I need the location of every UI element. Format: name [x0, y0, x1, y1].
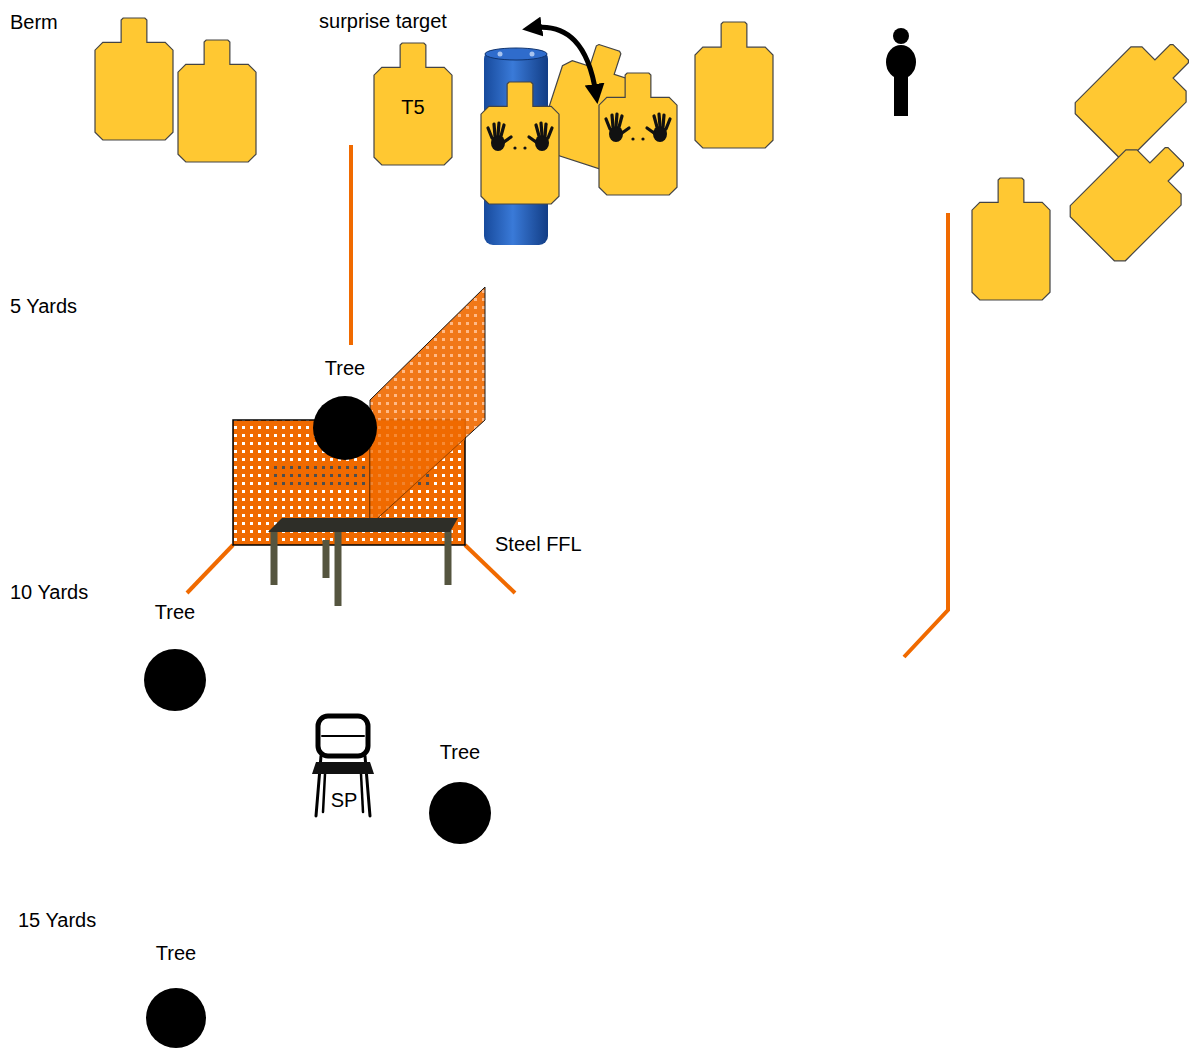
node-label: Tree — [156, 942, 196, 964]
fault-line — [187, 145, 948, 657]
hand-print — [647, 114, 670, 142]
paper-target — [1065, 128, 1191, 267]
distance-label: 15 Yards — [18, 909, 96, 931]
paper-target — [95, 18, 173, 140]
hand-print — [488, 123, 511, 151]
target-heading: surprise target — [319, 10, 447, 32]
tree-marker: Tree — [136, 942, 216, 1049]
tree-marker: Tree — [305, 357, 385, 461]
node-label: T5 — [401, 96, 424, 118]
tree-marker: Tree — [420, 741, 500, 845]
node-shape — [298, 8, 468, 168]
start-chair: SP — [308, 712, 378, 820]
hand-print — [529, 123, 552, 151]
node-label: Tree — [440, 741, 480, 763]
steel-popper — [886, 28, 916, 116]
paper-target — [695, 22, 773, 148]
hand-print — [606, 114, 629, 142]
berm-label: Berm — [10, 11, 58, 33]
paper-target — [481, 82, 559, 204]
node-label: Tree — [155, 601, 195, 623]
node-label: Tree — [325, 357, 365, 379]
distance-label: 5 Yards — [10, 295, 77, 317]
paper-target — [972, 178, 1050, 300]
swing-arrow — [532, 27, 596, 94]
paper-target — [374, 43, 452, 165]
mesh-wall — [233, 287, 485, 545]
paper-target — [178, 40, 256, 162]
paper-target — [1070, 25, 1191, 164]
ffl-label: Steel FFL — [495, 533, 582, 555]
node-label: SP — [330, 789, 359, 811]
table — [268, 518, 458, 606]
paper-target — [599, 73, 677, 195]
distance-label: 10 Yards — [10, 581, 88, 603]
tree-marker: Tree — [135, 601, 215, 712]
surprise-target: surprise targetT5 — [298, 8, 468, 168]
